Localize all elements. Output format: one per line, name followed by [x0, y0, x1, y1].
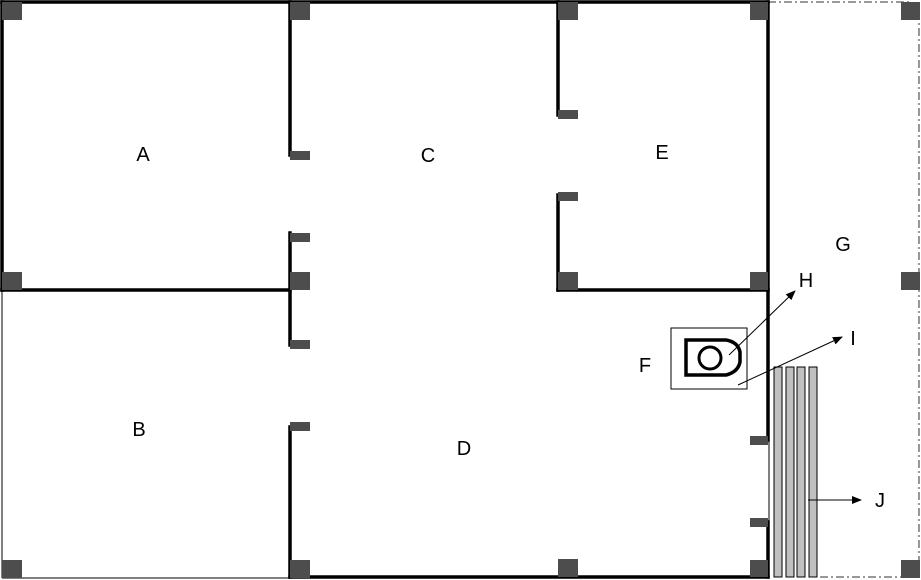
fixture-circle — [697, 345, 723, 371]
arrow-i — [737, 336, 843, 386]
room-label-f: F — [639, 355, 651, 377]
column — [750, 272, 768, 290]
column — [901, 560, 920, 578]
column — [901, 272, 920, 290]
room-label-e: E — [655, 142, 668, 164]
thin-boundary-lines — [1, 290, 290, 579]
callout-label-h: H — [799, 270, 813, 292]
column — [2, 2, 22, 20]
column — [750, 560, 768, 577]
area-g-dashed-boundary — [768, 1, 920, 578]
column — [2, 272, 22, 290]
stair-bars — [773, 366, 818, 578]
column — [558, 272, 578, 290]
callout-label-i: I — [850, 328, 856, 350]
room-label-c: C — [421, 145, 435, 167]
column — [290, 272, 310, 290]
column — [901, 2, 920, 20]
fixture — [670, 327, 748, 390]
door-jamb — [290, 422, 310, 431]
door-jamb — [290, 340, 310, 349]
door-jamb — [750, 436, 768, 445]
room-label-a: A — [136, 144, 150, 166]
fixture-box — [670, 327, 748, 390]
column — [558, 2, 578, 20]
column — [2, 560, 22, 578]
room-label-d: D — [457, 438, 471, 460]
fixture-inner-symbol — [684, 338, 742, 377]
door-jamb — [750, 518, 768, 527]
column — [558, 559, 578, 577]
walls — [0, 0, 770, 579]
column — [750, 2, 768, 20]
door-jamb — [290, 233, 310, 242]
door-jamb — [558, 110, 578, 119]
callout-label-j: J — [875, 490, 885, 512]
room-label-g: G — [835, 234, 851, 256]
door-jamb — [558, 192, 578, 201]
column — [290, 2, 310, 20]
column — [290, 560, 310, 578]
door-jamb — [290, 151, 310, 160]
callout-arrows — [728, 290, 862, 504]
arrow-h — [728, 290, 796, 356]
room-label-b: B — [132, 419, 145, 441]
